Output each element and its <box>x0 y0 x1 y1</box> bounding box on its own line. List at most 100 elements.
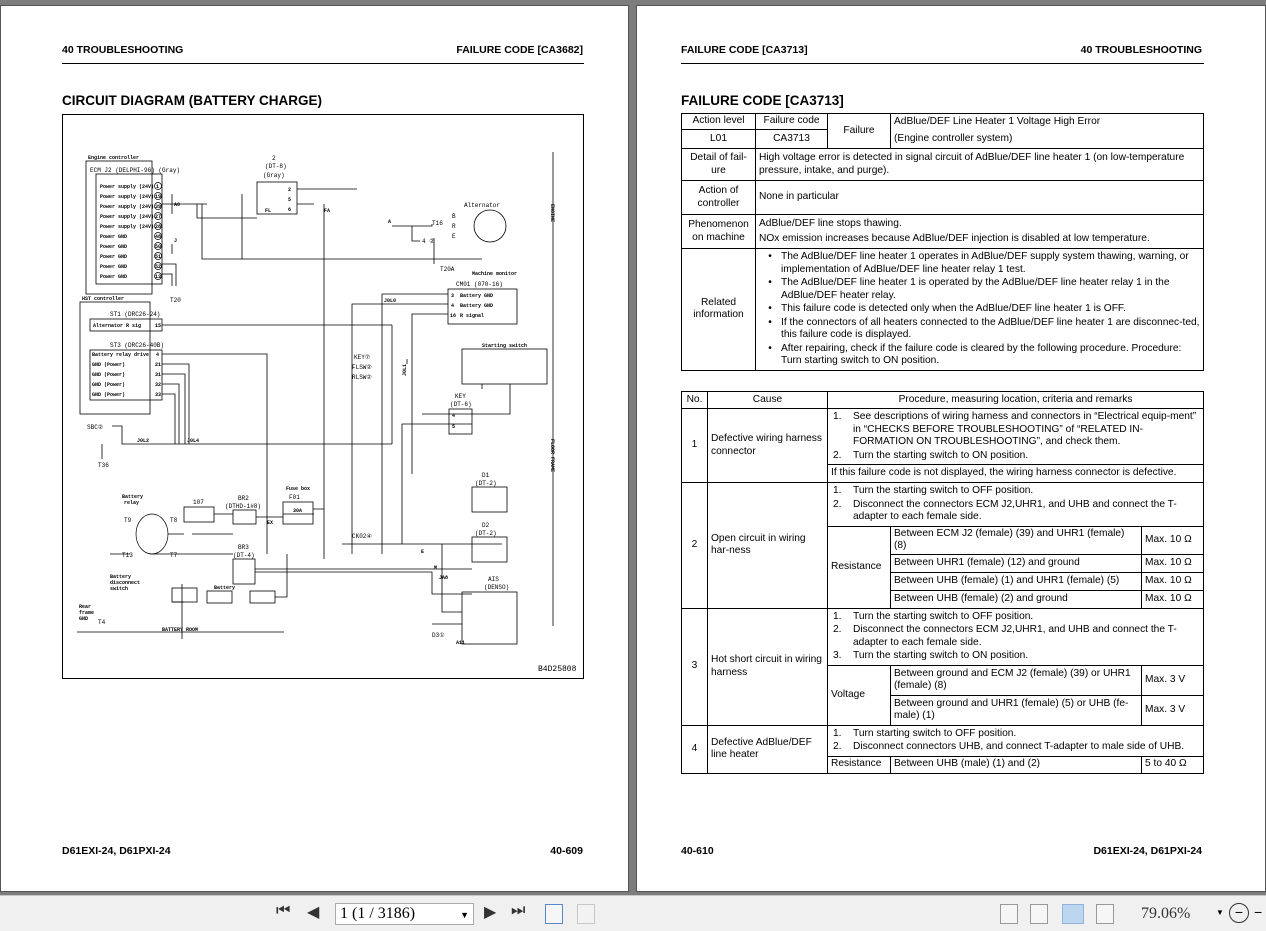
related-header: Related information <box>681 248 756 371</box>
phenomenon-header: Phenomenon on machine <box>681 214 756 249</box>
cm01-pin: 16 <box>450 313 456 319</box>
check-criteria: Max. 10 Ω <box>1141 571 1204 591</box>
ecm-pin: 52 <box>155 264 161 270</box>
label-m: M <box>434 565 437 571</box>
conn2-pin: 6 <box>288 207 291 213</box>
label-to-4: 4 ② <box>422 238 435 245</box>
label-br2-type: (DTHD-1#8) <box>225 503 261 510</box>
ecm-pin-label: Power GND <box>100 254 127 260</box>
failure-system: (Engine controller system) <box>890 129 1204 149</box>
check-criteria: 5 to 40 Ω <box>1141 755 1204 774</box>
ecm-pin: 50 <box>155 244 161 250</box>
label-fl: FL <box>265 208 271 214</box>
measure-type: Resistance <box>827 755 891 774</box>
ecm-pin-label: Power supply (24V) <box>100 214 154 220</box>
footer-page-number: 40-610 <box>681 845 714 857</box>
label-battery-switch-2: disconnect <box>110 580 140 586</box>
procedure-header: Procedure, measuring location, criteria … <box>827 391 1204 409</box>
label-a: A <box>388 219 391 225</box>
measure-type: Resistance <box>827 525 891 609</box>
cm01-pin: 4 <box>451 303 454 309</box>
zoom-level[interactable]: 79.06% <box>1141 905 1191 922</box>
label-d2: D2 <box>482 522 490 529</box>
related-item: The AdBlue/DEF line heater 1 operates in… <box>781 251 1189 275</box>
action-level-header: Action level <box>681 113 756 130</box>
pdf-page-left: 40 TROUBLESHOOTING FAILURE CODE [CA3682]… <box>0 5 629 892</box>
zoom-dropdown-icon[interactable]: ▼ <box>1216 908 1224 917</box>
label-br3-type: (DT-4) <box>233 552 255 559</box>
label-engine-controller: Engine controller <box>88 155 139 161</box>
label-rear-frame-gnd-3: GND <box>79 616 88 622</box>
cm01-pin: 3 <box>451 293 454 299</box>
row-cause: Hot short circuit in wiring harness <box>707 607 828 726</box>
measure-type: Voltage <box>827 664 891 726</box>
label-st1: ST1 (DRC26-24) <box>110 311 160 318</box>
paste-page-icon[interactable] <box>577 904 595 924</box>
st3-pin: 4 <box>156 352 159 358</box>
failure-code-value: CA3713 <box>755 129 828 149</box>
ecm-pin-label: Power GND <box>100 274 127 280</box>
zoom-slider[interactable]: − <box>1254 904 1263 920</box>
page-number-value: 1 (1 / 3186) <box>340 905 416 922</box>
pdf-page-right: FAILURE CODE [CA3713] 40 TROUBLESHOOTING… <box>636 5 1266 892</box>
label-d2-type: (DT-2) <box>475 530 497 537</box>
first-page-icon[interactable]: ⏮ <box>276 902 291 919</box>
page-title: FAILURE CODE [CA3713] <box>681 93 844 108</box>
two-page-view-icon[interactable] <box>1062 904 1084 924</box>
single-page-view-icon[interactable] <box>1000 904 1018 924</box>
failure-header: Failure <box>827 113 891 149</box>
label-floor-frame: FLOOR FRAME <box>549 439 555 472</box>
label-starting-switch: Starting switch <box>482 343 527 349</box>
label-flsw: FLSW② <box>352 364 372 371</box>
label-machine-monitor: Machine monitor <box>472 271 517 277</box>
continuous-view-icon[interactable] <box>1030 904 1048 924</box>
label-a0: A0 <box>174 202 180 208</box>
procedure-step: Disconnect the connectors ECM J2,UHR1, a… <box>853 624 1177 648</box>
key-pin: 5 <box>452 424 455 430</box>
key-pin: 4 <box>452 413 455 419</box>
procedure-step: Turn the starting switch to OFF position… <box>853 610 1034 622</box>
label-key7: KEY⑦ <box>354 354 370 361</box>
st3-pin: 33 <box>155 392 161 398</box>
last-page-icon[interactable]: ⏭ <box>511 902 526 919</box>
copy-page-icon[interactable] <box>545 904 563 924</box>
circuit-diagram: Engine controller ECM J2 (DELPHI-96) (Gr… <box>62 114 584 679</box>
next-page-icon[interactable]: ▶ <box>484 904 497 921</box>
st3-pin-label: GND (Power) <box>92 382 125 388</box>
running-header-right: 40 TROUBLESHOOTING <box>1080 44 1202 56</box>
action-level-value: L01 <box>681 129 756 149</box>
page-number-combo[interactable]: 1 (1 / 3186) ▼ <box>335 903 474 925</box>
check-location: Between ground and UHR1 (female) (5) or … <box>890 694 1142 726</box>
label-key-connector: KEY <box>455 393 466 400</box>
st1-pin-label: Alternator R sig <box>93 323 141 329</box>
ecm-pin-label: Power supply (24V) <box>100 184 154 190</box>
st3-pin: 31 <box>155 372 161 378</box>
row-cause: Defective AdBlue/DEF line heater <box>707 724 828 774</box>
label-battery-switch-3: switch <box>110 586 128 592</box>
check-criteria: Max. 10 Ω <box>1141 589 1204 609</box>
chevron-down-icon[interactable]: ▼ <box>460 910 469 920</box>
ecm-pin: 13 <box>155 274 161 280</box>
label-ecm: ECM J2 (DELPHI-96) (Gray) <box>90 167 180 174</box>
zoom-out-icon[interactable]: − <box>1229 903 1249 923</box>
label-fuse-box: Fuse box <box>286 486 310 492</box>
label-rear-frame-gnd: Rear <box>79 604 91 610</box>
st3-pin-label: GND (Power) <box>92 362 125 368</box>
procedure-step: Turn starting switch to OFF position. <box>853 727 1017 739</box>
label-conn2: 2 <box>272 155 276 162</box>
header-rule <box>681 63 1204 64</box>
label-ck02: CK02④ <box>352 533 372 540</box>
action-header: Action of controller <box>681 180 756 215</box>
label-ais: AIS <box>488 576 499 583</box>
procedure-step: Disconnect the connectors ECM J2,UHR1, a… <box>853 498 1177 523</box>
previous-page-icon[interactable]: ◀ <box>307 904 320 921</box>
st3-pin-label: Battery relay drive <box>92 352 149 358</box>
label-st3: ST3 (DRC26-40B) <box>110 342 164 349</box>
phenomenon-line: NOx emission increases because AdBlue/DE… <box>759 233 1150 244</box>
related-item: The AdBlue/DEF line heater 1 is operated… <box>781 277 1170 301</box>
two-page-continuous-view-icon[interactable] <box>1096 904 1114 924</box>
cm01-pin-label: R signal <box>460 313 484 319</box>
